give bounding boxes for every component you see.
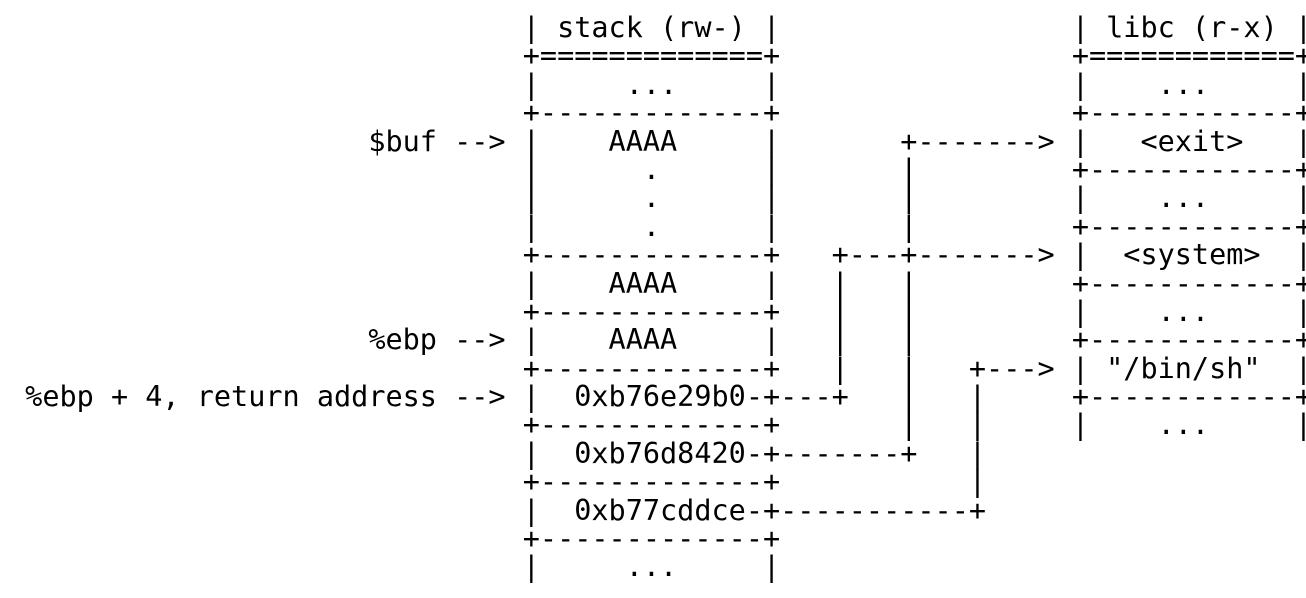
ascii-line: +-------------+ | | | ... |: [8, 408, 1306, 442]
ascii-line: +-------------+ +---+-------> | <system>…: [8, 238, 1306, 272]
ascii-line: | AAAA | | | +------------+: [8, 266, 1306, 300]
ascii-line: +-------------+: [8, 522, 781, 556]
ascii-line: | . | | | ... |: [8, 181, 1306, 215]
ascii-line: +-------------+ +------------+: [8, 96, 1306, 130]
ascii-line: +=============+ +============+: [8, 39, 1306, 73]
ascii-line: | 0xb76d8420-+-------+ |: [8, 436, 987, 470]
ascii-art: | stack (rw-) | | libc (r-x) | +========…: [8, 11, 1306, 584]
ascii-line: +-------------+ | | | ... |: [8, 294, 1306, 328]
ascii-line: | ... | | ... |: [8, 67, 1306, 101]
ascii-line: %ebp + 4, return address --> | 0xb76e29b…: [8, 380, 1306, 414]
ascii-line: $buf --> | AAAA | +-------> | <exit> |: [8, 124, 1306, 158]
ascii-line: %ebp --> | AAAA | | | +------------+: [8, 323, 1306, 357]
ascii-line: | . | | +------------+: [8, 209, 1306, 243]
ascii-line: | 0xb77cddce-+-----------+: [8, 493, 987, 527]
ascii-line: | . | | +------------+: [8, 152, 1306, 186]
ascii-line: | ... |: [8, 550, 781, 584]
ascii-line: +-------------+ |: [8, 465, 987, 499]
ascii-line: | stack (rw-) | | libc (r-x) |: [8, 11, 1306, 44]
ascii-line: +-------------+ | | +---> | "/bin/sh" |: [8, 351, 1306, 385]
